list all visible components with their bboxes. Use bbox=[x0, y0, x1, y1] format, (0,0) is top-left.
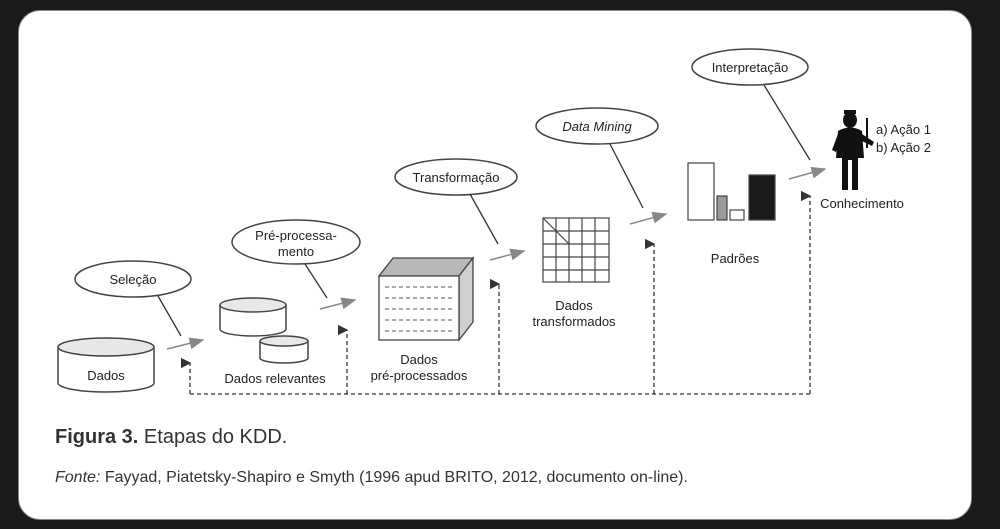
flow-arrow-5 bbox=[788, 166, 827, 180]
dados-preprocessados-label-2: pré-processados bbox=[371, 368, 468, 383]
figure-frame bbox=[18, 10, 972, 520]
interpretacao-step: Interpretação bbox=[691, 48, 811, 161]
caption-text: Etapas do KDD. bbox=[143, 426, 288, 448]
preprocessamento-label-2: mento bbox=[278, 244, 314, 259]
dados-preprocessados-label-1: Dados bbox=[400, 352, 438, 367]
preprocessamento-label-1: Pré-processa- bbox=[255, 228, 337, 243]
source-label: Fonte: bbox=[55, 469, 101, 486]
person-icon bbox=[832, 110, 874, 190]
dados-label: Dados bbox=[87, 368, 125, 383]
flow-arrow-4 bbox=[629, 211, 668, 225]
conhecimento-label: Conhecimento bbox=[820, 196, 904, 211]
preprocessamento-step: Pré-processa- mento bbox=[231, 219, 361, 299]
data-mining-step: Data Mining bbox=[535, 107, 659, 209]
flow-arrow-3 bbox=[489, 248, 526, 261]
transformacao-label: Transformação bbox=[413, 170, 500, 185]
feedback-loop bbox=[180, 190, 812, 395]
dados-transformados-grid bbox=[542, 217, 610, 283]
figure-caption: Figura 3. Etapas do KDD. bbox=[55, 426, 287, 449]
source-text: Fayyad, Piatetsky-Shapiro e Smyth (1996 … bbox=[104, 469, 688, 486]
acao2-label: b) Ação 2 bbox=[876, 140, 931, 155]
dados-preprocessados-box bbox=[377, 256, 475, 342]
transformacao-step: Transformação bbox=[394, 158, 518, 245]
flow-arrow-2 bbox=[319, 297, 357, 310]
dados-transformados-label-2: transformados bbox=[532, 314, 616, 329]
caption-label: Figura 3. bbox=[55, 426, 139, 448]
acao1-label: a) Ação 1 bbox=[876, 122, 931, 137]
selecao-label: Seleção bbox=[110, 272, 157, 287]
selecao-step: Seleção bbox=[74, 260, 192, 337]
padroes-bars bbox=[687, 162, 776, 221]
data-mining-label: Data Mining bbox=[562, 119, 632, 134]
figure-source: Fonte: Fayyad, Piatetsky-Shapiro e Smyth… bbox=[55, 469, 688, 487]
dados-cylinder bbox=[57, 337, 155, 393]
interpretacao-label: Interpretação bbox=[712, 60, 789, 75]
dados-relevantes-label: Dados relevantes bbox=[224, 371, 326, 386]
padroes-label: Padrões bbox=[711, 251, 760, 266]
dados-relevantes-cylinders bbox=[219, 297, 309, 364]
flow-arrow-1 bbox=[166, 337, 205, 350]
dados-transformados-label-1: Dados bbox=[555, 298, 593, 313]
